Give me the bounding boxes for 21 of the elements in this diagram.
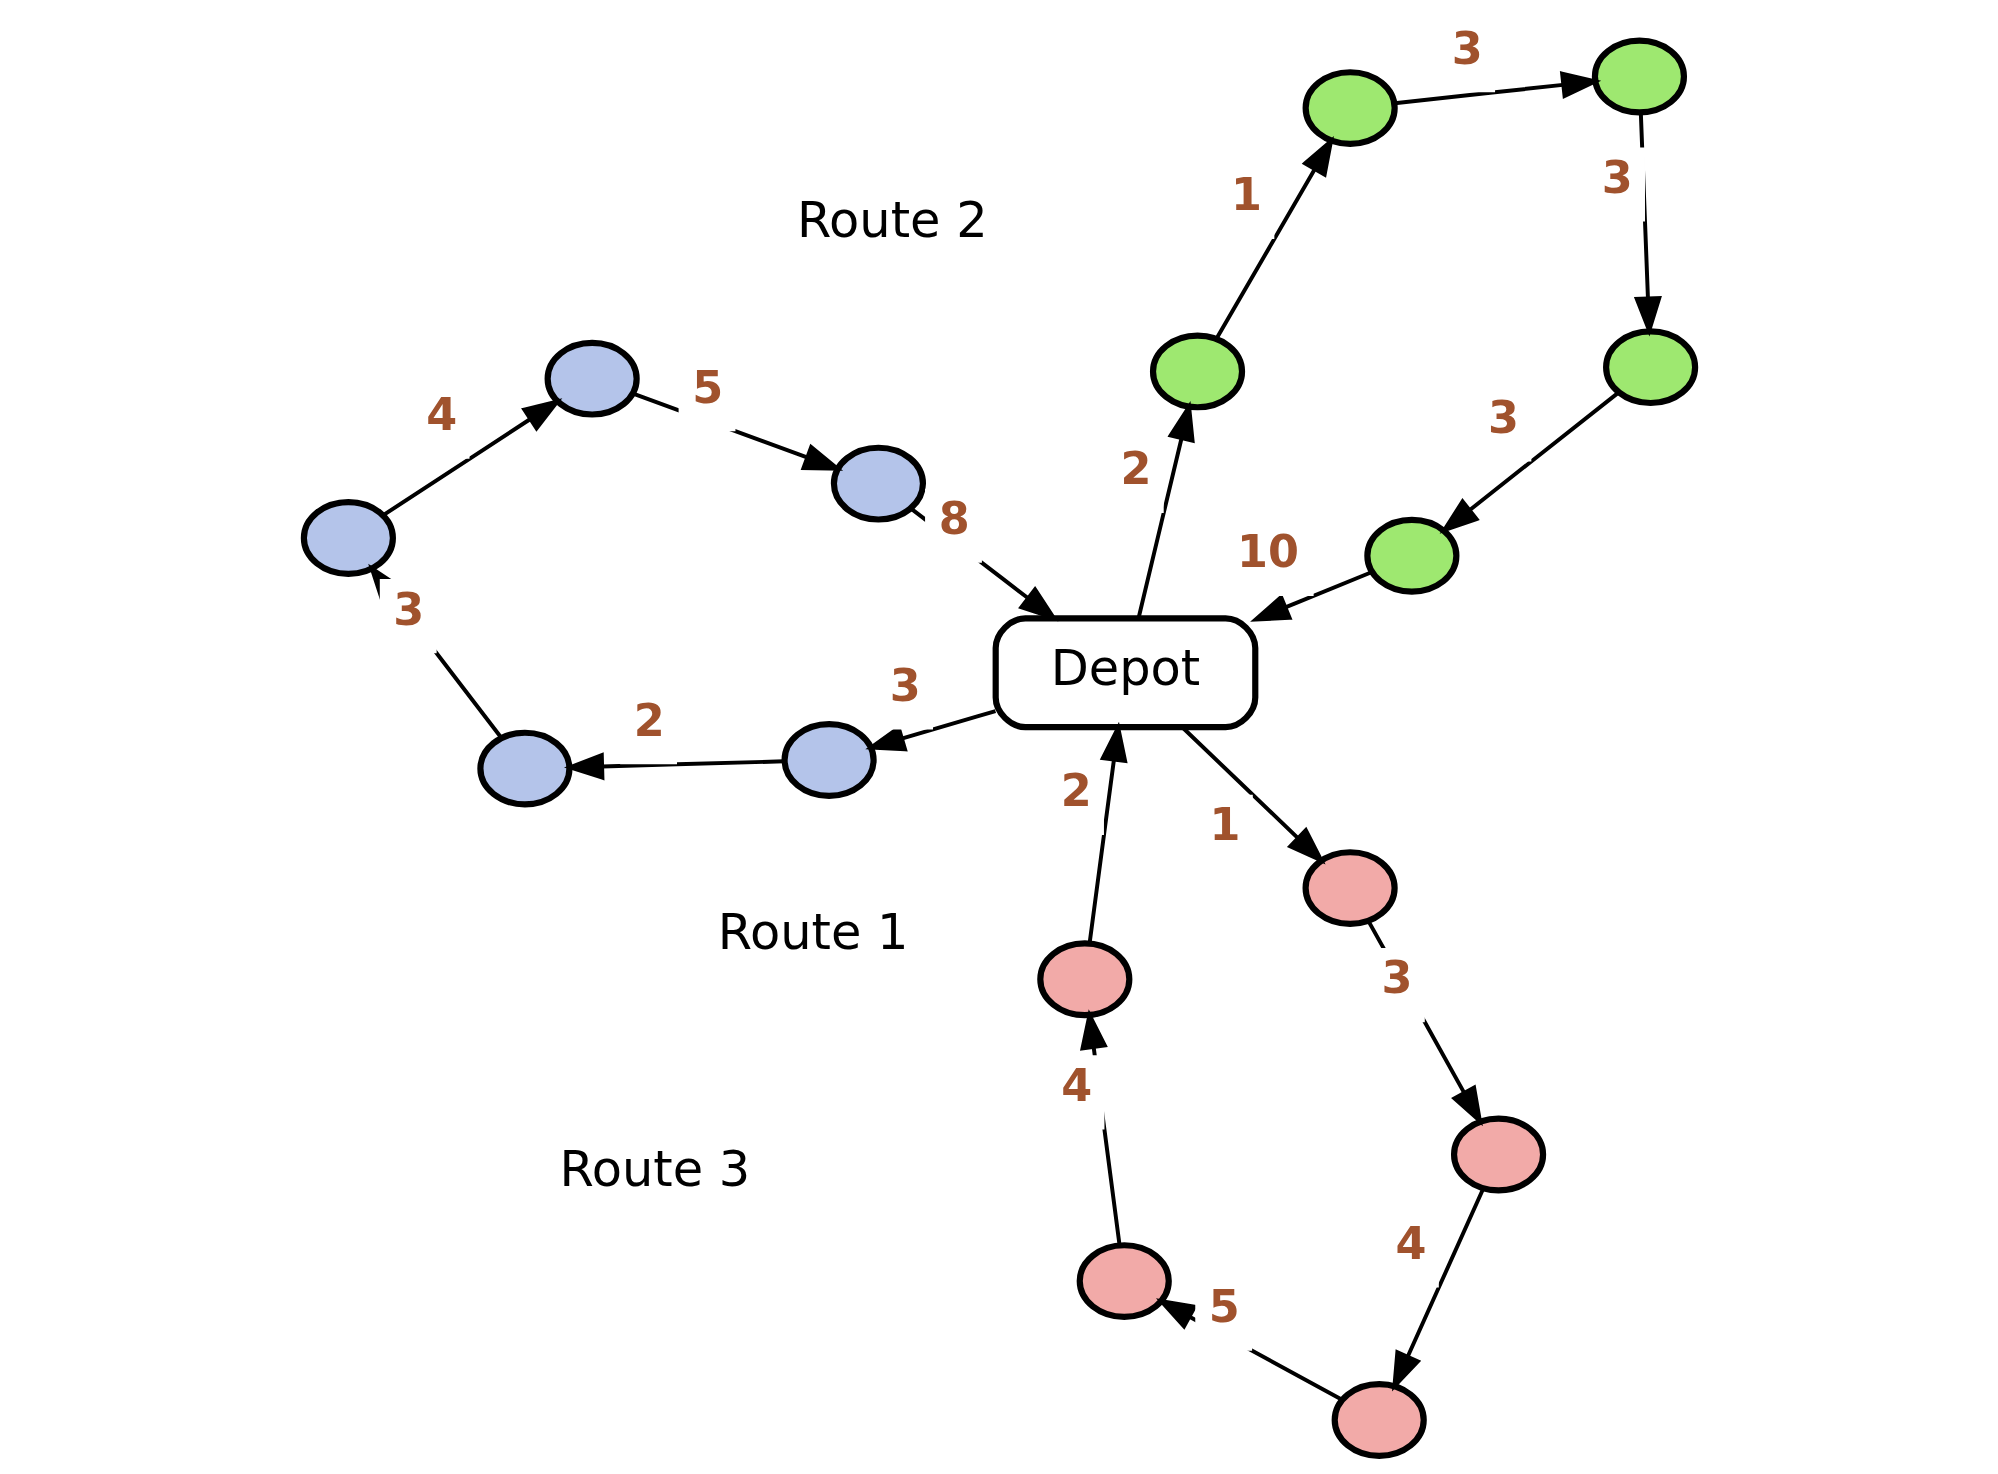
- edge-label: 3: [1381, 952, 1412, 1004]
- edge-label: 3: [1487, 391, 1519, 443]
- edge-label: 3: [1601, 151, 1633, 203]
- edge-label: 3: [392, 583, 424, 635]
- edge-label: 4: [425, 389, 457, 441]
- edge-label: 4: [1060, 1059, 1092, 1111]
- edge-label: 3: [889, 659, 921, 711]
- label: Route 2: [796, 191, 988, 250]
- edge-label: 5: [691, 361, 723, 413]
- edge-label: 3: [1451, 22, 1483, 74]
- label: Route 1: [717, 903, 909, 962]
- edge-label: 5: [1208, 1281, 1240, 1333]
- edge-label: 1: [1209, 799, 1241, 851]
- edge-label: 1: [1230, 169, 1262, 221]
- label: Route 3: [559, 1140, 750, 1199]
- edge-label: 8: [938, 493, 970, 545]
- edge-label: 4: [1395, 1217, 1427, 1269]
- edge-label: 2: [1060, 765, 1092, 817]
- edge-label: 2: [1119, 443, 1151, 495]
- edge-label: 10: [1236, 526, 1299, 578]
- edge-label: 2: [633, 694, 665, 746]
